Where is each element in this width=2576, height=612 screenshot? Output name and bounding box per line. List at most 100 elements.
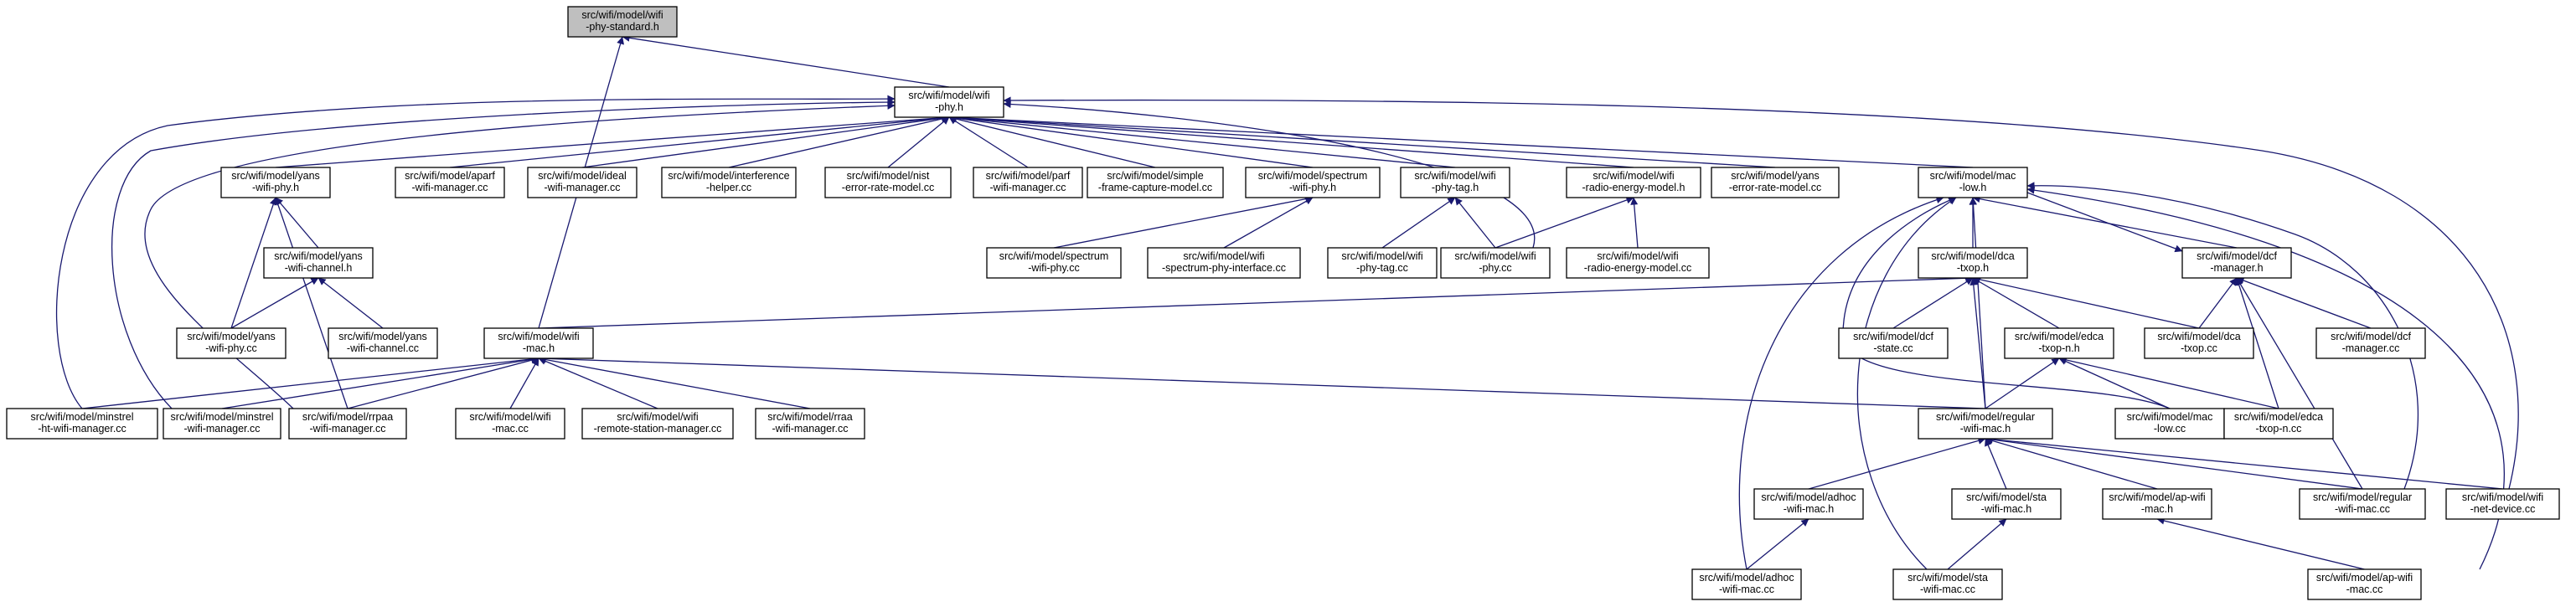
file-node-minstrel[interactable]: src/wifi/model/minstrel-wifi-manager.cc — [163, 408, 281, 440]
file-node-label: -helper.cc — [706, 182, 751, 193]
file-node-yansphycc[interactable]: src/wifi/model/yans-wifi-phy.cc — [176, 327, 287, 359]
edge-minht-to-wifimach — [81, 355, 539, 409]
file-node-wifimaccc[interactable]: src/wifi/model/wifi-mac.cc — [455, 408, 565, 440]
edge-stacc-to-stah — [1947, 518, 2007, 570]
file-node-minht[interactable]: src/wifi/model/minstrel-ht-wifi-manager.… — [6, 408, 158, 440]
file-node-yanschcc[interactable]: src/wifi/model/yans-wifi-channel.cc — [328, 327, 438, 359]
file-node-wifimach[interactable]: src/wifi/model/wifi-mac.h — [483, 327, 594, 359]
edge-aparf-to-phyh — [449, 114, 950, 168]
edge-dcfmgrcc-to-dcfmgrh — [2236, 276, 2372, 329]
edge-rrpaa-to-wifimach — [347, 356, 539, 409]
file-node-spifcc[interactable]: src/wifi/model/wifi-spectrum-phy-interfa… — [1147, 247, 1301, 279]
file-node-interf[interactable]: src/wifi/model/interference-helper.cc — [661, 167, 797, 198]
file-node-maclowcc[interactable]: src/wifi/model/mac-low.cc — [2114, 408, 2225, 440]
file-nodes: src/wifi/model/wifi-phy-standard.h src/wi… — [6, 6, 2560, 600]
file-node-ideal[interactable]: src/wifi/model/ideal-wifi-manager.cc — [527, 167, 638, 198]
edge-minht-to-phyh — [56, 95, 896, 409]
file-node-label: src/wifi/model/spectrum — [1258, 170, 1368, 182]
file-node-label: src/wifi/model/wifi — [908, 90, 989, 101]
edge-yanschcc-to-yanschh — [317, 277, 384, 329]
file-node-parf[interactable]: src/wifi/model/parf-wifi-manager.cc — [973, 167, 1083, 198]
edge-phycc-to-radioh — [1494, 196, 1634, 249]
file-node-yansphyh[interactable]: src/wifi/model/yans-wifi-phy.h — [220, 167, 331, 198]
file-node-label: -error-rate-model.cc — [842, 182, 934, 193]
edge-radiocc-to-radioh — [1630, 197, 1639, 249]
file-node-radioh[interactable]: src/wifi/model/wifi-radio-energy-model.h — [1566, 167, 1701, 198]
file-node-dcfstate[interactable]: src/wifi/model/dcf-state.cc — [1838, 327, 1949, 359]
file-node-stah[interactable]: src/wifi/model/sta-wifi-mac.h — [1951, 488, 2062, 520]
file-node-label: -low.h — [1959, 182, 1987, 193]
file-node-netdev[interactable]: src/wifi/model/wifi-net-device.cc — [2445, 488, 2560, 520]
edge-dcfstate-to-dcatxoph — [1892, 277, 1974, 329]
file-node-label: -txop-n.cc — [2256, 423, 2302, 435]
file-node-label: src/wifi/model/dcf — [2331, 331, 2411, 342]
file-node-label: src/wifi/model/yans — [274, 250, 363, 262]
file-node-phyh[interactable]: src/wifi/model/wifi-phy.h — [894, 86, 1004, 118]
file-node-maclowh[interactable]: src/wifi/model/mac-low.h — [1918, 167, 2028, 198]
edge-regularh-to-maclowh — [1969, 197, 1986, 409]
file-node-remote[interactable]: src/wifi/model/wifi-remote-station-manag… — [581, 408, 734, 440]
file-node-yanserr[interactable]: src/wifi/model/yans-error-rate-model.cc — [1711, 167, 1840, 198]
file-node-label: -ht-wifi-manager.cc — [38, 423, 126, 435]
file-node-dcatxopcc[interactable]: src/wifi/model/dca-txop.cc — [2144, 327, 2254, 359]
file-node-dcatxoph[interactable]: src/wifi/model/dca-txop.h — [1918, 247, 2028, 279]
file-node-label: src/wifi/model/regular — [2313, 491, 2412, 503]
file-node-label: src/wifi/model/simple — [1107, 170, 1203, 182]
edge-spectrumcc-to-spectrumh — [1053, 195, 1314, 249]
file-node-rraa[interactable]: src/wifi/model/rraa-wifi-manager.cc — [755, 408, 865, 440]
edge-spifcc-to-spectrumh — [1223, 197, 1314, 249]
file-node-aparf[interactable]: src/wifi/model/aparf-wifi-manager.cc — [395, 167, 505, 198]
file-node-label: src/wifi/model/spectrum — [999, 250, 1109, 262]
edge-stah-to-regularh — [1985, 438, 2007, 490]
file-node-label: src/wifi/model/dcf — [1853, 331, 1933, 342]
edge-yanserr-to-phyh — [948, 114, 1776, 168]
edge-adhoccc-to-maclowh — [1738, 196, 1944, 570]
edge-netdev-to-phyh — [1003, 96, 2519, 490]
file-node-phytagcc[interactable]: src/wifi/model/wifi-phy-tag.cc — [1327, 247, 1438, 279]
edge-phycc-to-phytagh — [1454, 197, 1496, 249]
file-node-phycc[interactable]: src/wifi/model/wifi-phy.cc — [1440, 247, 1551, 279]
file-node-label: src/wifi/model/ap-wifi — [2109, 491, 2205, 503]
file-node-label: -wifi-manager.cc — [545, 182, 621, 193]
file-node-label: src/wifi/model/rrpaa — [302, 411, 393, 423]
file-node-label: -txop.h — [1957, 262, 1989, 274]
edge-rrpaa-to-yansphyh — [274, 197, 348, 409]
file-node-rrpaa[interactable]: src/wifi/model/rrpaa-wifi-manager.cc — [288, 408, 407, 440]
file-node-regularcc[interactable]: src/wifi/model/regular-wifi-mac.cc — [2299, 488, 2426, 520]
file-node-spectrumh[interactable]: src/wifi/model/spectrum-wifi-phy.h — [1245, 167, 1381, 198]
file-node-nist[interactable]: src/wifi/model/nist-error-rate-model.cc — [824, 167, 952, 198]
file-node-simple[interactable]: src/wifi/model/simple-frame-capture-mode… — [1087, 167, 1224, 198]
edge-regularh-to-wifimach — [538, 354, 1986, 409]
file-node-label: -manager.h — [2210, 262, 2263, 274]
file-node-label: src/wifi/model/yans — [231, 170, 320, 182]
file-node-adhoccc[interactable]: src/wifi/model/adhoc-wifi-mac.cc — [1691, 568, 1802, 600]
file-node-radiocc[interactable]: src/wifi/model/wifi-radio-energy-model.c… — [1566, 247, 1710, 279]
file-node-stacc[interactable]: src/wifi/model/sta-wifi-mac.cc — [1892, 568, 2003, 600]
file-node-standard[interactable]: src/wifi/model/wifi-phy-standard.h — [567, 6, 678, 38]
edge-interf-to-phyh — [728, 115, 950, 168]
file-node-aph[interactable]: src/wifi/model/ap-wifi-mac.h — [2102, 488, 2212, 520]
file-node-dcfmgrcc[interactable]: src/wifi/model/dcf-manager.cc — [2315, 327, 2426, 359]
edge-edcah-to-dcatxoph — [1972, 277, 2060, 329]
dependency-edges — [56, 33, 2519, 570]
file-node-label: src/wifi/model/interference — [668, 170, 789, 182]
edge-wifimaccc-to-wifimach — [509, 357, 539, 409]
file-node-label: -wifi-manager.cc — [184, 423, 261, 435]
edge-regularh-to-edcah — [1985, 357, 2060, 409]
file-node-adhoch[interactable]: src/wifi/model/adhoc-wifi-mac.h — [1753, 488, 1864, 520]
file-node-yanschh[interactable]: src/wifi/model/yans-wifi-channel.h — [263, 247, 374, 279]
file-node-phytagh[interactable]: src/wifi/model/wifi-phy-tag.h — [1400, 167, 1510, 198]
file-node-edcacc[interactable]: src/wifi/model/edca-txop-n.cc — [2223, 408, 2334, 440]
file-node-dcfmgrh[interactable]: src/wifi/model/dcf-manager.h — [2181, 247, 2292, 279]
file-node-spectrumcc[interactable]: src/wifi/model/spectrum-wifi-phy.cc — [986, 247, 1122, 279]
file-node-apcc[interactable]: src/wifi/model/ap-wifi-mac.cc — [2307, 568, 2422, 600]
edge-edcacc-to-edcah — [2058, 356, 2279, 409]
file-node-label: src/wifi/model/parf — [986, 170, 1071, 182]
file-node-label: src/wifi/model/ideal — [538, 170, 627, 182]
file-node-edcah[interactable]: src/wifi/model/edca-txop-n.h — [2004, 327, 2114, 359]
edge-ideal-to-phyh — [581, 114, 950, 168]
file-node-label: -wifi-manager.cc — [772, 423, 849, 435]
file-node-regularh[interactable]: src/wifi/model/regular-wifi-mac.h — [1918, 408, 2053, 440]
file-node-label: -wifi-mac.h — [1981, 503, 2031, 515]
